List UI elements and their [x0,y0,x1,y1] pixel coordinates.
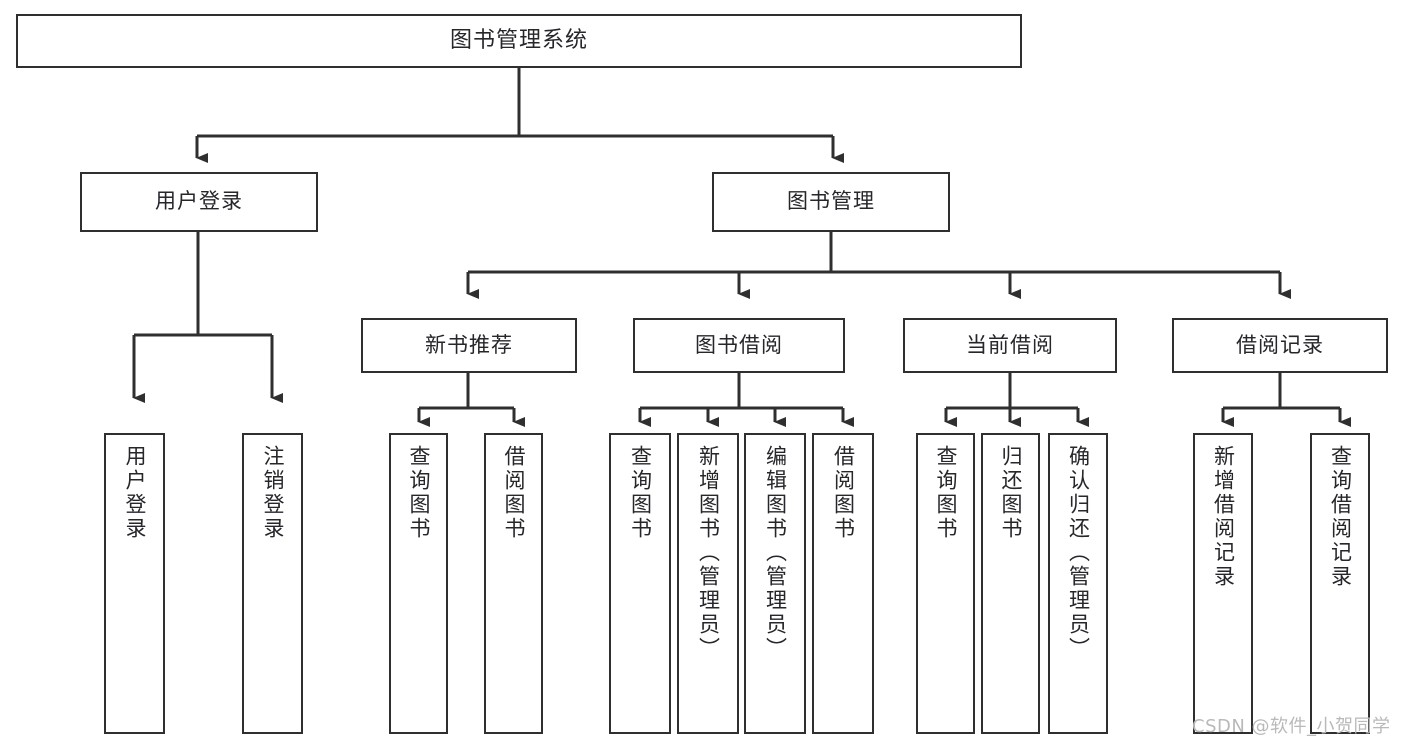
node-label: 新增借阅记录 [1211,445,1236,589]
leaf-current-borrow-confirm-return[interactable]: 确认归还（管理员） [1048,433,1108,734]
node-label: 用户登录 [155,189,243,214]
node-label: 注销登录 [261,445,285,541]
node-book-management[interactable]: 图书管理 [712,172,950,232]
leaf-new-book-borrow[interactable]: 借阅图书 [484,433,543,734]
node-label: 归还图书 [999,445,1023,541]
node-label: 编辑图书（管理员） [763,445,788,661]
node-label: 查询借阅记录 [1328,445,1353,589]
node-label: 借阅图书 [502,445,526,541]
leaf-borrow-record-add[interactable]: 新增借阅记录 [1193,433,1253,734]
node-label: 借阅记录 [1236,332,1324,357]
leaf-book-borrow-query[interactable]: 查询图书 [609,433,671,734]
leaf-user-login-logout[interactable]: 注销登录 [242,433,303,734]
node-label: 查询图书 [407,445,431,541]
node-label: 图书管理 [787,189,875,214]
node-label: 用户登录 [123,445,147,541]
node-current-borrow[interactable]: 当前借阅 [903,318,1117,373]
node-borrow-record[interactable]: 借阅记录 [1172,318,1388,373]
leaf-user-login-login[interactable]: 用户登录 [104,433,165,734]
node-label: 新书推荐 [425,332,513,357]
leaf-new-book-query[interactable]: 查询图书 [389,433,448,734]
leaf-current-borrow-query[interactable]: 查询图书 [916,433,975,734]
node-label: 借阅图书 [831,445,856,541]
node-user-login[interactable]: 用户登录 [80,172,318,232]
leaf-current-borrow-return[interactable]: 归还图书 [981,433,1040,734]
node-label: 新增图书（管理员） [696,445,721,661]
node-label: 图书管理系统 [449,27,588,53]
node-book-borrow[interactable]: 图书借阅 [633,318,845,373]
leaf-book-borrow-edit[interactable]: 编辑图书（管理员） [744,433,806,734]
node-label: 当前借阅 [966,332,1054,357]
leaf-borrow-record-query[interactable]: 查询借阅记录 [1310,433,1370,734]
node-label: 图书借阅 [695,332,783,357]
leaf-book-borrow-add[interactable]: 新增图书（管理员） [677,433,739,734]
leaf-book-borrow-borrow[interactable]: 借阅图书 [812,433,874,734]
node-label: 查询图书 [628,445,653,541]
node-root-system[interactable]: 图书管理系统 [16,14,1022,68]
node-new-book-recommend[interactable]: 新书推荐 [361,318,577,373]
node-label: 查询图书 [934,445,958,541]
node-label: 确认归还（管理员） [1066,445,1091,661]
